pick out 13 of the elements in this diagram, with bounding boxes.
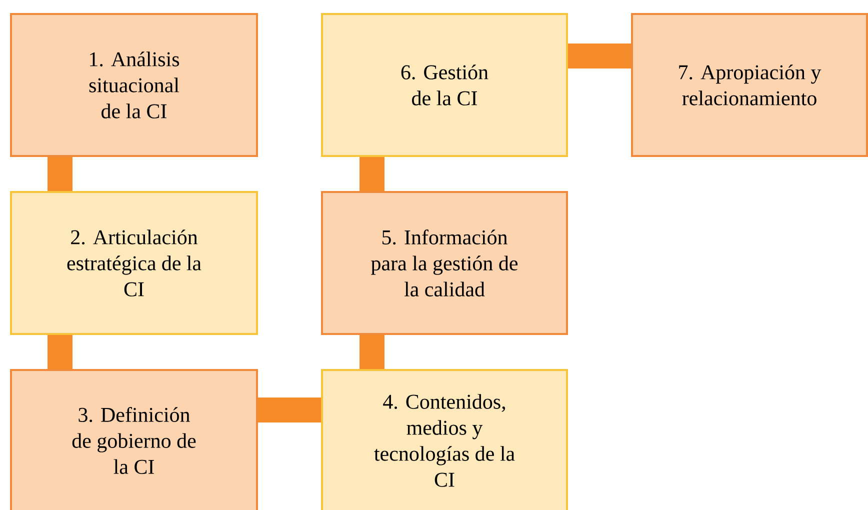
process-box: 5. Información para la gestión de la calidad bbox=[321, 190, 568, 335]
connector-bar bbox=[48, 156, 72, 191]
process-box: 3. Definición de gobierno de la CI bbox=[10, 368, 258, 510]
connector-bar bbox=[360, 156, 384, 191]
connector-bar bbox=[258, 397, 321, 422]
process-box: 7. Apropiación y relacionamiento bbox=[631, 13, 868, 157]
process-box: 4. Contenidos, medios y tecnologías de la CI bbox=[321, 368, 568, 510]
connector-bar bbox=[568, 44, 631, 68]
connector-bar bbox=[360, 334, 384, 369]
connector-bar bbox=[48, 334, 72, 369]
process-box: 2. Articulación estratégica de la CI bbox=[10, 190, 258, 335]
process-box: 1. Análisis situacional de la CI bbox=[10, 13, 258, 157]
process-box: 6. Gestión de la CI bbox=[321, 13, 568, 157]
